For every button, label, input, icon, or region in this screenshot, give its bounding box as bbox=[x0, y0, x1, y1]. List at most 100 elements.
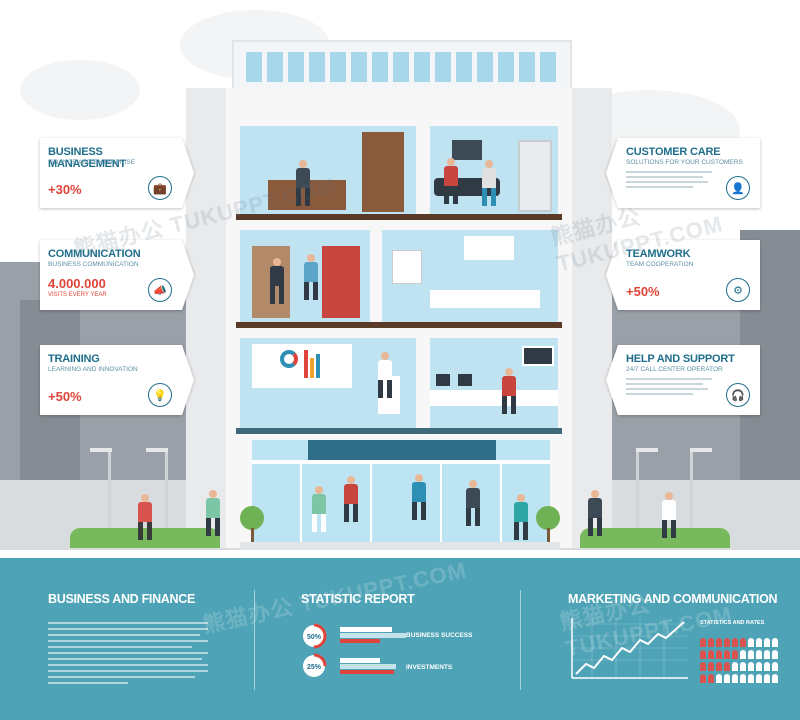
person-icon bbox=[708, 662, 714, 671]
person-legs bbox=[296, 188, 310, 206]
person-head bbox=[299, 160, 307, 168]
person-icon bbox=[740, 650, 746, 659]
person-legs bbox=[466, 508, 480, 526]
people-rating-icons bbox=[700, 638, 790, 686]
person-head bbox=[469, 480, 477, 488]
tree bbox=[536, 506, 560, 530]
person-icon bbox=[764, 674, 770, 683]
person-icon bbox=[772, 662, 778, 671]
person-icon bbox=[748, 674, 754, 683]
card-title: COMMUNICATION bbox=[48, 248, 141, 260]
person-icon bbox=[724, 662, 730, 671]
person-icon bbox=[732, 638, 738, 647]
person-legs bbox=[662, 520, 676, 538]
chart-legend: STATISTICS AND RATES bbox=[700, 620, 765, 626]
person-legs bbox=[502, 396, 516, 414]
person-figure bbox=[412, 474, 426, 520]
person-head bbox=[447, 158, 455, 166]
roof-window bbox=[288, 52, 304, 82]
person-head bbox=[209, 490, 217, 498]
person-body bbox=[312, 494, 326, 514]
card-title: BUSINESS MANAGEMENT bbox=[48, 146, 127, 170]
donut-arc-business-success bbox=[301, 623, 327, 649]
bar-graphic bbox=[304, 350, 308, 378]
card-help-and-support: HELP AND SUPPORT 24/7 CALL CENTER OPERAT… bbox=[618, 345, 760, 415]
person-icon bbox=[756, 650, 762, 659]
briefcase-icon: 💼 bbox=[148, 176, 172, 200]
person-icon bbox=[772, 674, 778, 683]
lobby-mullion bbox=[440, 464, 442, 542]
person-icon bbox=[740, 638, 746, 647]
person-icon bbox=[764, 638, 770, 647]
bookshelf bbox=[362, 132, 404, 212]
roof-window bbox=[351, 52, 367, 82]
pie-graphic bbox=[280, 350, 298, 368]
street-lamp bbox=[108, 450, 111, 548]
section-title-business-finance: BUSINESS AND FINANCE bbox=[48, 592, 196, 606]
wall-tv bbox=[522, 346, 554, 366]
person-legs bbox=[482, 188, 496, 206]
person-icon bbox=[748, 650, 754, 659]
card-subtitle: TEAM COOPERATION bbox=[626, 261, 694, 268]
person-icon bbox=[724, 674, 730, 683]
card-value: 4.000.000 bbox=[48, 276, 106, 291]
roof-window bbox=[393, 52, 409, 82]
street-lamp-head bbox=[90, 448, 112, 452]
icon-row bbox=[700, 674, 790, 683]
card-caption: VISITS EVERY YEAR bbox=[48, 292, 107, 298]
lobby-mullion bbox=[500, 464, 502, 542]
flipchart bbox=[392, 250, 422, 284]
person-head bbox=[315, 486, 323, 494]
person-icon bbox=[708, 650, 714, 659]
card-text-lines bbox=[626, 171, 722, 191]
person-icon bbox=[724, 638, 730, 647]
user-icon: 👤 bbox=[726, 176, 750, 200]
lobby-mullion bbox=[300, 464, 302, 542]
computer-monitor bbox=[458, 374, 472, 386]
donut-base bbox=[303, 625, 325, 647]
door bbox=[518, 140, 552, 212]
person-icon bbox=[772, 638, 778, 647]
person-icon bbox=[740, 674, 746, 683]
roof-window bbox=[498, 52, 514, 82]
lobby-beam bbox=[252, 460, 550, 464]
bar-graphic bbox=[316, 354, 320, 378]
person-figure bbox=[514, 494, 528, 540]
person-icon bbox=[708, 674, 714, 683]
person-figure bbox=[344, 476, 358, 522]
street-lamp-head bbox=[146, 448, 168, 452]
person-icon bbox=[716, 638, 722, 647]
person-head bbox=[273, 258, 281, 266]
person-figure bbox=[466, 480, 480, 526]
person-icon bbox=[756, 662, 762, 671]
roof-window bbox=[435, 52, 451, 82]
card-teamwork: TEAMWORK TEAM COOPERATION +50% ⚙ bbox=[618, 240, 760, 310]
person-icon bbox=[748, 638, 754, 647]
person-icon bbox=[748, 662, 754, 671]
donut-label: 50% bbox=[307, 634, 322, 641]
roof-window bbox=[330, 52, 346, 82]
person-body bbox=[466, 488, 480, 508]
meeting-table bbox=[430, 290, 540, 308]
person-head bbox=[307, 254, 315, 262]
street-lamp bbox=[636, 450, 639, 548]
tree-trunk bbox=[547, 528, 550, 542]
person-head bbox=[505, 368, 513, 376]
roof-window bbox=[456, 52, 472, 82]
person-body bbox=[514, 502, 528, 522]
street-lamp bbox=[690, 450, 693, 548]
gears-icon: ⚙ bbox=[726, 278, 750, 302]
person-body bbox=[588, 498, 602, 518]
tree bbox=[240, 506, 264, 530]
card-title: CUSTOMER CARE bbox=[626, 146, 721, 158]
panel-divider bbox=[520, 590, 521, 690]
stat-bar bbox=[340, 633, 406, 638]
person-body bbox=[412, 482, 426, 502]
street-lamp-head bbox=[636, 448, 658, 452]
person-icon bbox=[756, 674, 762, 683]
paragraph-placeholder bbox=[48, 622, 208, 688]
person-head bbox=[347, 476, 355, 484]
person-head bbox=[415, 474, 423, 482]
person-legs bbox=[206, 518, 220, 536]
hedge bbox=[70, 528, 220, 548]
